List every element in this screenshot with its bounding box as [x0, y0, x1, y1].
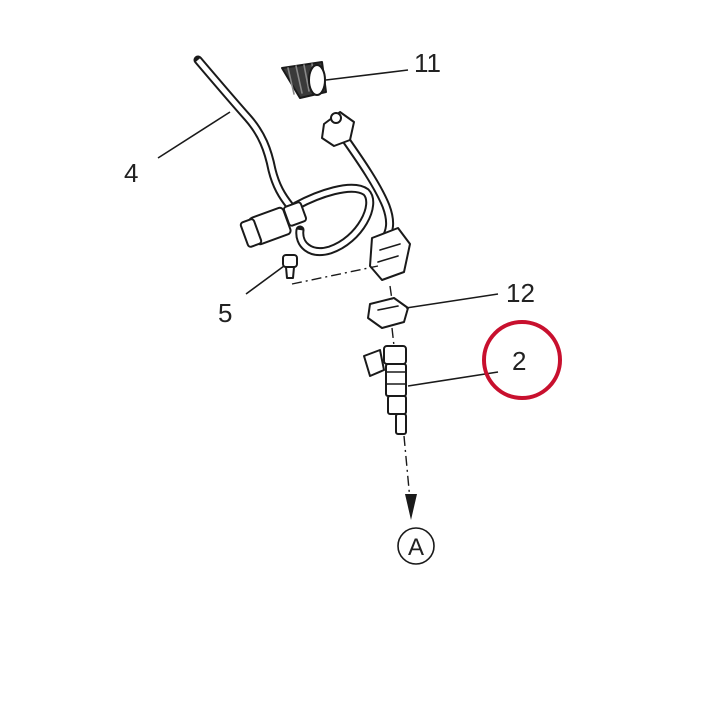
- injector-cup: [369, 227, 411, 281]
- screw-part-5: [282, 254, 298, 279]
- upper-fitting: [321, 111, 355, 147]
- callout-5: 5: [218, 298, 232, 328]
- view-marker-label: A: [408, 534, 424, 561]
- leader-5: [245, 265, 285, 295]
- screw-axis: [291, 265, 379, 285]
- view-marker-circle: [397, 527, 435, 565]
- callout-2: 2: [512, 346, 526, 376]
- leader-11: [325, 69, 409, 81]
- clip-axis: [389, 285, 393, 301]
- leader-4: [157, 111, 231, 159]
- view-axis: [403, 435, 411, 501]
- hose-part-11: [281, 61, 327, 99]
- highlight-circle: [482, 320, 562, 400]
- leader-2: [407, 371, 499, 387]
- quick-connector: [239, 201, 308, 248]
- arrowhead: [405, 494, 417, 520]
- callout-4: 4: [124, 158, 138, 188]
- callout-12: 12: [506, 278, 535, 308]
- callout-11: 11: [414, 48, 441, 78]
- leader-12: [405, 293, 499, 309]
- clip-injector-axis: [391, 327, 395, 347]
- clip-part-12: [367, 297, 409, 329]
- injector-part-2: [363, 345, 407, 435]
